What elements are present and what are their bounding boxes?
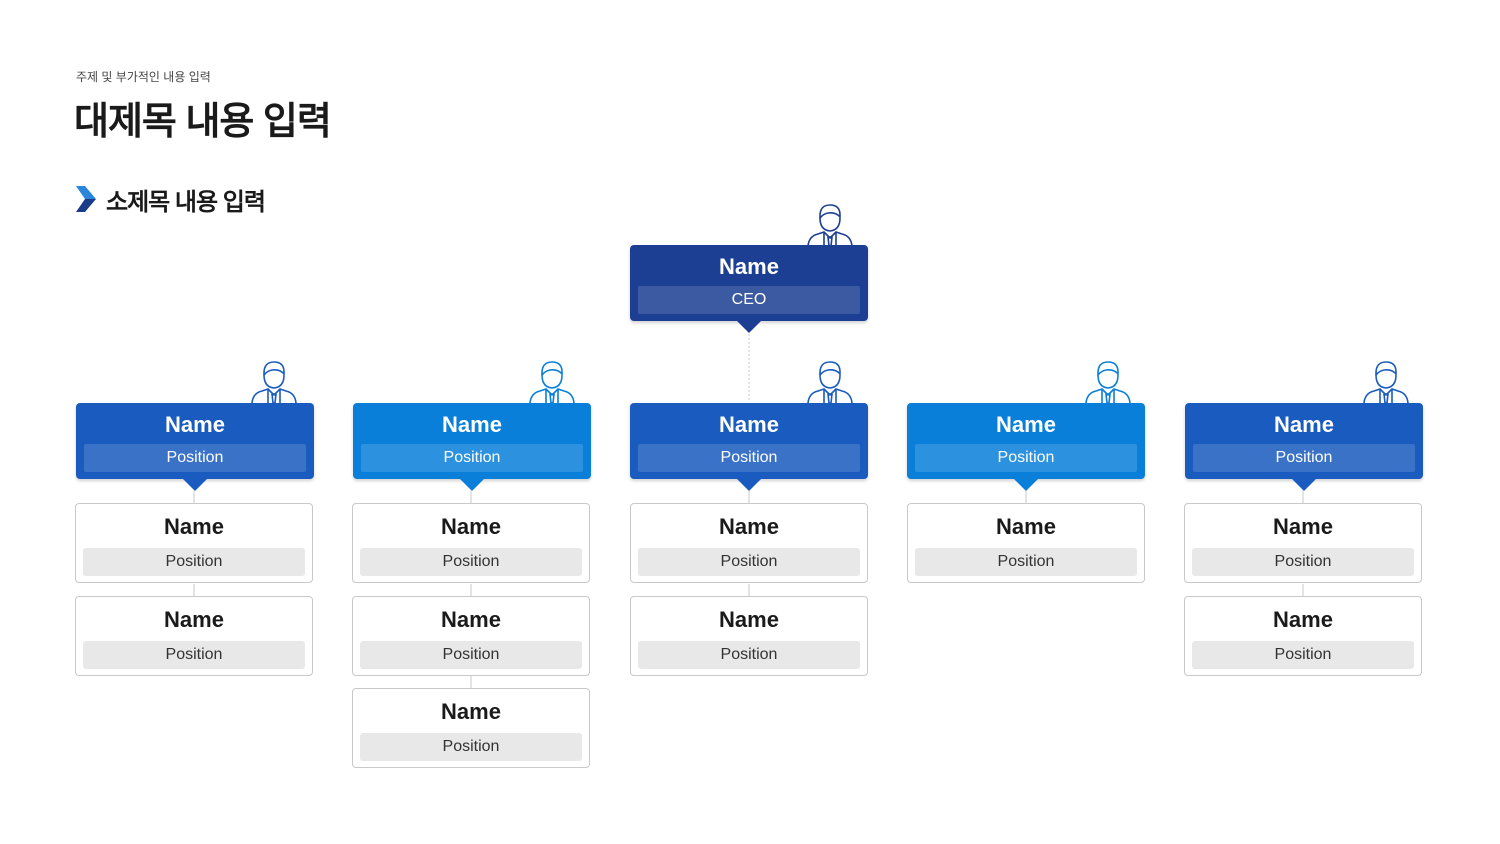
- member-position: Position: [638, 548, 860, 576]
- person-icon: [251, 361, 297, 403]
- department-box: Name Position: [76, 403, 314, 491]
- section-title: 소제목 내용 입력: [106, 188, 266, 216]
- department-pointer: [737, 479, 761, 491]
- department-position: Position: [915, 444, 1137, 472]
- department-position: Position: [84, 444, 306, 472]
- member-card: Name Position: [75, 596, 313, 676]
- department-pointer: [1292, 479, 1316, 491]
- member-card: Name Position: [352, 503, 590, 583]
- member-position: Position: [638, 641, 860, 669]
- person-icon: [1363, 361, 1409, 403]
- member-name: Name: [1273, 607, 1333, 632]
- department-name: Name: [719, 412, 779, 437]
- member-name: Name: [719, 607, 779, 632]
- page-subtitle: 주제 및 부가적인 내용 입력: [76, 70, 211, 84]
- member-name: Name: [164, 607, 224, 632]
- member-name: Name: [441, 699, 501, 724]
- member-position: Position: [1192, 641, 1414, 669]
- member-position: Position: [83, 641, 305, 669]
- department-position: Position: [638, 444, 860, 472]
- ceo-position: CEO: [638, 286, 860, 314]
- member-card: Name Position: [75, 503, 313, 583]
- member-card: Name Position: [1184, 503, 1422, 583]
- department-box: Name Position: [1185, 403, 1423, 491]
- member-name: Name: [441, 607, 501, 632]
- member-card: Name Position: [352, 688, 590, 768]
- department-pointer: [460, 479, 484, 491]
- member-name: Name: [719, 514, 779, 539]
- member-card: Name Position: [352, 596, 590, 676]
- member-card: Name Position: [630, 503, 868, 583]
- department-name: Name: [165, 412, 225, 437]
- department-position: Position: [361, 444, 583, 472]
- person-icon: [807, 361, 853, 403]
- person-icon: [529, 361, 575, 403]
- ceo-pointer: [737, 321, 761, 333]
- section-heading: 소제목 내용 입력: [76, 184, 266, 216]
- member-card: Name Position: [630, 596, 868, 676]
- department-name: Name: [1274, 412, 1334, 437]
- member-name: Name: [164, 514, 224, 539]
- member-card: Name Position: [907, 503, 1145, 583]
- ceo-name: Name: [719, 254, 779, 279]
- ceo-box: Name CEO: [630, 245, 868, 333]
- department-pointer: [1014, 479, 1038, 491]
- member-position: Position: [915, 548, 1137, 576]
- department-name: Name: [442, 412, 502, 437]
- member-position: Position: [360, 548, 582, 576]
- member-name: Name: [441, 514, 501, 539]
- department-name: Name: [996, 412, 1056, 437]
- member-card: Name Position: [1184, 596, 1422, 676]
- member-position: Position: [360, 733, 582, 761]
- member-name: Name: [996, 514, 1056, 539]
- person-icon: [807, 204, 853, 246]
- department-pointer: [183, 479, 207, 491]
- page-title: 대제목 내용 입력: [74, 101, 332, 143]
- member-position: Position: [360, 641, 582, 669]
- chevron-right-icon: [76, 186, 96, 212]
- department-position: Position: [1193, 444, 1415, 472]
- member-name: Name: [1273, 514, 1333, 539]
- department-box: Name Position: [907, 403, 1145, 491]
- department-box: Name Position: [630, 403, 868, 491]
- member-position: Position: [1192, 548, 1414, 576]
- department-box: Name Position: [353, 403, 591, 491]
- member-position: Position: [83, 548, 305, 576]
- person-icon: [1085, 361, 1131, 403]
